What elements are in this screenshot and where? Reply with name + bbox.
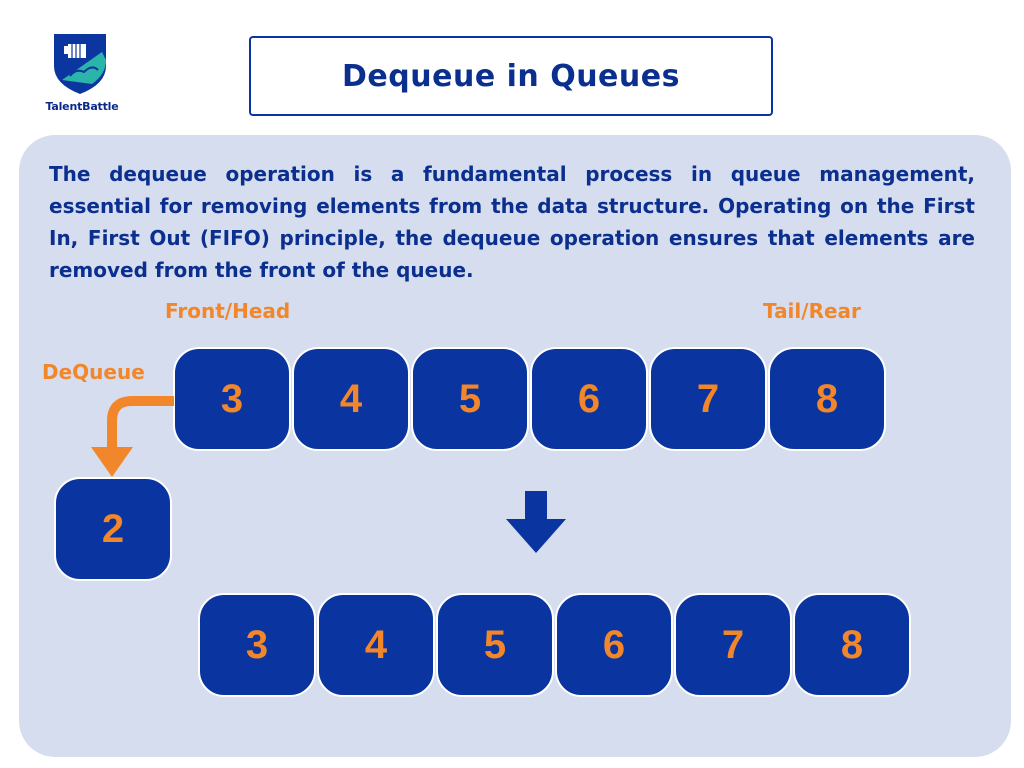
shield-fist-brain-icon: [54, 34, 106, 94]
page-title: Dequeue in Queues: [342, 58, 680, 94]
queue-node: 3: [198, 593, 316, 697]
description-text: The dequeue operation is a fundamental p…: [49, 162, 975, 282]
talentbattle-logo: TalentBattle: [40, 30, 124, 116]
queue-node: 6: [530, 347, 648, 451]
queue-node: 8: [793, 593, 911, 697]
queue-node: 4: [317, 593, 435, 697]
queue-node: 5: [411, 347, 529, 451]
brand-name: TalentBattle: [45, 100, 119, 113]
title-box: Dequeue in Queues: [249, 36, 773, 116]
queue-node: 8: [768, 347, 886, 451]
tail-rear-label: Tail/Rear: [763, 299, 861, 323]
down-arrow-icon: [506, 491, 566, 553]
queue-node: 3: [173, 347, 291, 451]
front-head-label: Front/Head: [165, 299, 291, 323]
queue-node: 5: [436, 593, 554, 697]
queue-node: 7: [674, 593, 792, 697]
queue-node: 6: [555, 593, 673, 697]
queue-node: 7: [649, 347, 767, 451]
queue-node: 4: [292, 347, 410, 451]
dequeue-arrow-icon: [91, 396, 174, 477]
removed-node: 2: [54, 477, 172, 581]
dequeue-label: DeQueue: [42, 360, 145, 384]
